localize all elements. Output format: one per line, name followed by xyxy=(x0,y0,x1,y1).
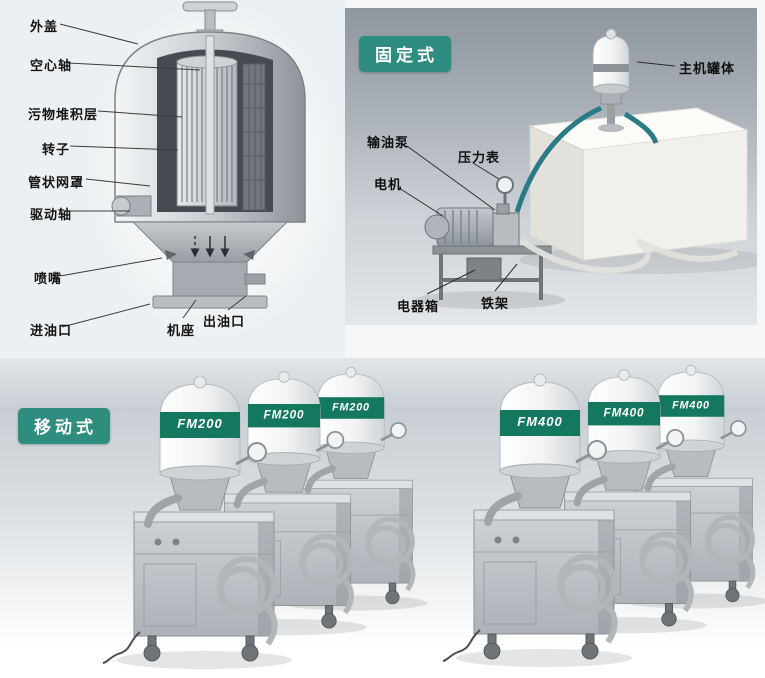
mobile-type-section: 移动式 FM200 FM200 FM200 FM400 FM400 xyxy=(0,358,765,678)
model-label: FM200 xyxy=(177,416,223,431)
mobile-unit: FM200 xyxy=(268,364,434,613)
label-mesh-screen: 管状网罩 xyxy=(28,175,85,190)
label-main-tank: 主机罐体 xyxy=(679,61,736,76)
mobile-unit: FM200 xyxy=(100,372,300,672)
label-oil-pump: 输油泵 xyxy=(367,135,410,150)
fixed-installation-illustration xyxy=(415,28,757,309)
label-iron-frame: 铁架 xyxy=(481,296,510,311)
label-dirt-layer: 污物堆积层 xyxy=(28,107,99,122)
fixed-type-panel: 固定式 主机罐体 输油泵 电机 压力表 电器箱 铁架 xyxy=(345,8,757,325)
label-rotor: 转子 xyxy=(42,142,71,157)
fm200-group: FM200 FM200 FM200 xyxy=(72,366,462,678)
label-oil-outlet: 出油口 xyxy=(203,314,246,329)
mobile-unit: FM400 xyxy=(608,362,765,611)
model-label: FM200 xyxy=(263,407,305,422)
label-oil-inlet: 进油口 xyxy=(30,323,73,338)
label-outer-cover: 外盖 xyxy=(30,19,59,34)
mobile-unit: FM200 xyxy=(194,368,374,638)
fixed-type-badge: 固定式 xyxy=(359,36,451,72)
cutaway-section: 外盖 空心轴 污物堆积层 转子 管状网罩 驱动轴 喷嘴 进油口 机座 出油口 xyxy=(0,0,345,360)
model-label: FM400 xyxy=(517,414,563,429)
label-electric-box: 电器箱 xyxy=(397,299,440,314)
cutaway-illustration xyxy=(111,1,306,309)
label-hollow-shaft: 空心轴 xyxy=(30,58,73,73)
label-drive-shaft: 驱动轴 xyxy=(30,207,73,222)
label-pressure-gauge: 压力表 xyxy=(458,150,501,165)
mobile-unit: FM400 xyxy=(534,366,714,636)
fm400-group: FM400 FM400 FM400 xyxy=(412,364,765,676)
label-machine-base: 机座 xyxy=(167,323,196,338)
model-label: FM400 xyxy=(672,398,710,411)
label-nozzle: 喷嘴 xyxy=(34,271,63,286)
mobile-unit: FM400 xyxy=(440,370,640,670)
model-label: FM400 xyxy=(603,405,645,420)
label-motor: 电机 xyxy=(374,177,403,192)
mobile-type-badge: 移动式 xyxy=(18,408,110,444)
model-label: FM200 xyxy=(332,400,370,413)
